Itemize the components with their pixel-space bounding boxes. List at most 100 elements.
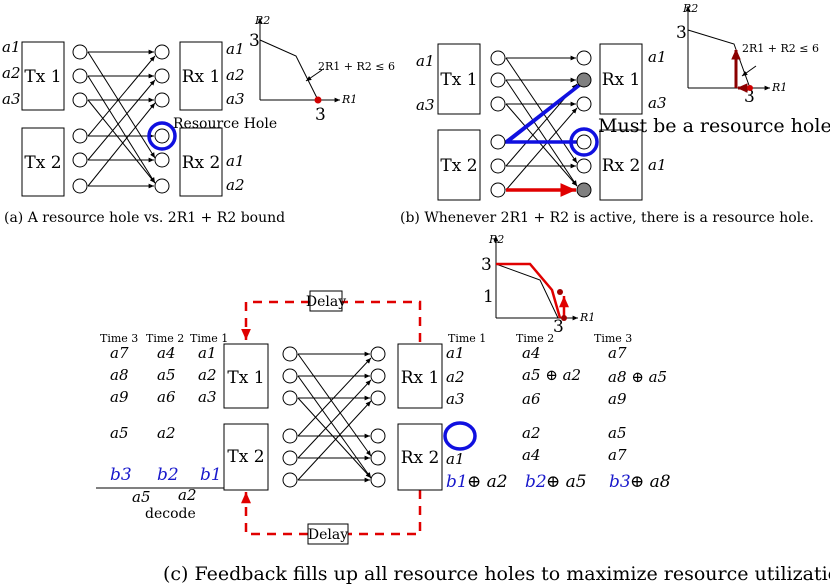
- rx2-b2: b2: [525, 472, 547, 492]
- blue-interference-path: [501, 78, 588, 144]
- left-val: a1: [198, 344, 217, 362]
- panel-b: Tx 1 Tx 2 Rx 1 Rx 2 a1 a3 a1 a3 a1: [400, 2, 830, 226]
- left-b3: b3: [110, 465, 132, 485]
- nodes-b: [490, 50, 592, 198]
- rx1-box: [179, 41, 223, 111]
- operating-point: [314, 96, 322, 104]
- rx1-label-b: Rx 1: [602, 70, 641, 90]
- caption-c: (c) Feedback fills up all resource holes…: [163, 563, 830, 585]
- rate-region-plot-b: R2 R1 3 3 2R1 + R2 ≤ 6: [676, 2, 819, 107]
- decode-a5: a5: [132, 488, 151, 506]
- left-val: a4: [157, 344, 176, 362]
- rx2-b1: b1: [446, 472, 468, 492]
- input-a1: a1: [2, 38, 21, 56]
- right-time3-header: Time 3: [594, 332, 632, 345]
- rx1-out: a2: [446, 368, 465, 386]
- input-a3-b: a3: [416, 96, 435, 114]
- left-val: a2: [157, 424, 176, 442]
- rx1-box-c: [397, 343, 443, 409]
- tx2-label-b: Tx 2: [440, 156, 477, 176]
- caption-b: (b) Whenever 2R1 + R2 is active, there i…: [400, 210, 814, 226]
- left-b2: b2: [157, 465, 179, 485]
- y-max-tick: 3: [249, 31, 260, 51]
- y-axis-label-c: R2: [488, 233, 504, 246]
- resource-hole-marker: [147, 121, 177, 151]
- rx1-out: a7: [608, 344, 627, 362]
- output-a2: a2: [226, 66, 245, 84]
- output-a3-b: a3: [648, 94, 667, 112]
- delay-label-bottom: Delay: [308, 527, 348, 543]
- x-axis-label-c: R1: [579, 311, 595, 324]
- left-val: a5: [157, 366, 176, 384]
- rx2-label-b: Rx 2: [602, 156, 641, 176]
- tx1-box: [21, 41, 65, 111]
- rx1-out: a8 ⊕ a5: [608, 368, 667, 386]
- rx2-box-b: [599, 129, 643, 201]
- rx2-b3-xor: ⊕ a8: [630, 472, 671, 492]
- left-val: a6: [157, 388, 176, 406]
- rx2-label-c: Rx 2: [401, 448, 440, 468]
- time1-header: Time 1: [190, 332, 228, 345]
- x-max-tick-c: 3: [553, 317, 564, 337]
- rx1-out: a5 ⊕ a2: [522, 366, 581, 384]
- tx1-label-c: Tx 1: [227, 368, 264, 388]
- tx2-box-c: [223, 423, 269, 491]
- right-time1-header: Time 1: [448, 332, 486, 345]
- left-val: a5: [110, 424, 129, 442]
- left-val: a9: [110, 388, 129, 406]
- rx2-output-a1-b: a1: [648, 156, 667, 174]
- gray-nodes-b: [576, 72, 592, 198]
- tx1-label-b: Tx 1: [440, 70, 477, 90]
- y-axis-label-b: R2: [682, 2, 698, 15]
- rate-region-plot-c: R2 R1 3 1 3: [481, 233, 595, 337]
- resource-hole-label-b: Must be a resource hole.: [598, 115, 830, 137]
- rx2-b1-xor: ⊕ a2: [467, 472, 508, 492]
- rx1-out: a4: [522, 344, 541, 362]
- rx2-output-a1: a1: [226, 152, 245, 170]
- rx1-out: a9: [608, 390, 627, 408]
- rx2-box: [179, 127, 223, 197]
- tx2-box-b: [437, 129, 481, 201]
- left-val: a8: [110, 366, 129, 384]
- output-a1: a1: [226, 40, 245, 58]
- rx2-out: a1: [446, 450, 465, 468]
- tx2-box: [21, 127, 65, 197]
- rx1-label: Rx 1: [182, 67, 221, 87]
- rx1-out: a6: [522, 390, 541, 408]
- left-b1: b1: [200, 465, 222, 485]
- constraint-label: 2R1 + R2 ≤ 6: [318, 60, 395, 73]
- tx1-label: Tx 1: [24, 67, 61, 87]
- rx2-out: a2: [522, 424, 541, 442]
- output-a1-b: a1: [648, 48, 667, 66]
- rx1-label-c: Rx 1: [401, 368, 440, 388]
- rx1-out: a3: [446, 390, 465, 408]
- nodes-c: [282, 346, 386, 488]
- delay-box-bottom: [307, 523, 349, 545]
- rx2-box-c: [397, 423, 443, 491]
- left-val: a7: [110, 344, 129, 362]
- rate-region-plot-a: R2 R1 3 3 2R1 + R2 ≤ 6: [249, 14, 395, 125]
- decode-a2: a2: [178, 486, 197, 504]
- resource-hole-marker-c: [443, 421, 477, 451]
- x-axis-label: R1: [341, 93, 357, 106]
- x-axis-label-b: R1: [771, 81, 787, 94]
- rx2-out: a7: [608, 446, 627, 464]
- decode-label: decode: [145, 506, 196, 522]
- input-a2: a2: [2, 64, 21, 82]
- tx1-box-b: [437, 43, 481, 115]
- time2-header: Time 2: [146, 332, 184, 345]
- tx1-box-c: [223, 343, 269, 409]
- resource-hole-label: Resource Hole: [173, 116, 277, 132]
- tx2-label: Tx 2: [24, 153, 61, 173]
- y-max-tick-c: 3: [481, 255, 492, 275]
- y-axis-label: R2: [254, 14, 270, 27]
- constraint-label-b: 2R1 + R2 ≤ 6: [742, 42, 819, 55]
- delay-box-top: [309, 290, 343, 312]
- rx2-b3: b3: [609, 472, 631, 492]
- delay-label-top: Delay: [306, 294, 346, 310]
- channel-edges-c: [297, 351, 372, 483]
- channel-edges-b: [505, 55, 578, 191]
- x-max-tick: 3: [315, 105, 326, 125]
- panel-a: Tx 1 Tx 2 Rx 1 Rx 2 a1 a2 a3 a1 a2 a3 a1…: [2, 14, 395, 226]
